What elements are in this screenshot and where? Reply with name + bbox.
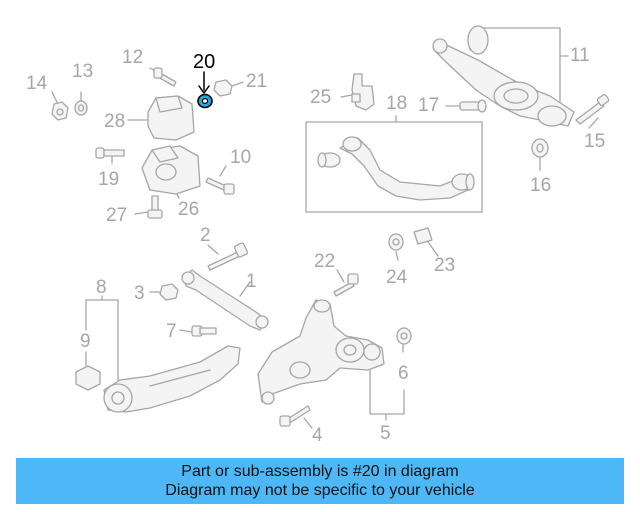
callout-19: 19 [98,169,120,190]
bolt-2 [207,242,249,271]
callout-18: 18 [386,93,408,114]
bolt-19 [95,147,125,159]
callout-8: 8 [96,277,107,298]
callout-28: 28 [104,111,126,132]
upper-control-arm-11 [432,25,575,127]
bushing-6 [396,327,412,345]
knuckle [257,299,385,405]
callout-7: 7 [166,321,177,342]
banner-line-1: Part or sub-assembly is #20 in diagram [181,463,459,480]
bolt-17 [459,99,487,113]
nut-16 [531,138,549,158]
nut-14 [51,101,69,121]
callout-4: 4 [312,425,323,446]
parts-diagram [51,25,610,429]
clip-23 [413,227,433,245]
bracket-25 [351,73,375,111]
nut-21 [213,79,233,97]
callout-14: 14 [26,73,48,94]
mount-26 [141,145,201,195]
banner-line-2: Diagram may not be specific to your vehi… [165,482,475,499]
bolt-27 [147,195,163,219]
callout-5: 5 [380,423,391,444]
washer-20-highlighted [197,71,213,109]
washer-13 [74,100,88,116]
callout-9: 9 [80,331,91,352]
callout-21: 21 [246,71,268,92]
lower-arm-18 [317,136,475,201]
callout-10: 10 [230,147,252,168]
callout-13: 13 [72,61,94,82]
callout-15: 15 [584,131,606,152]
bolt-12 [153,67,177,87]
bolt-4 [279,405,311,427]
bolt-7 [191,325,217,337]
callout-25: 25 [310,87,332,108]
callout-17: 17 [418,95,440,116]
callout-16: 16 [530,175,552,196]
trailing-arm-8 [103,345,241,413]
callout-2: 2 [200,225,211,246]
callout-23: 23 [434,255,456,276]
cap-9 [75,365,101,391]
mount-28 [147,95,195,141]
callout-27: 27 [106,205,128,226]
callout-26: 26 [178,199,200,220]
callout-1: 1 [246,271,257,292]
callout-6: 6 [398,363,409,384]
callout-24: 24 [386,267,408,288]
nut-24 [388,233,404,251]
callout-22: 22 [314,251,336,272]
callout-12: 12 [122,47,144,68]
bolt-10 [205,177,235,195]
link-1 [181,269,269,331]
bolt-22 [333,273,359,297]
callout-20: 20 [193,51,216,73]
bolt-15 [575,93,610,125]
callout-11: 11 [570,45,590,66]
info-banner: Part or sub-assembly is #20 in diagram D… [16,458,624,504]
nut-3 [159,283,179,301]
callout-3: 3 [134,283,145,304]
assembly-box-18 [305,121,483,213]
